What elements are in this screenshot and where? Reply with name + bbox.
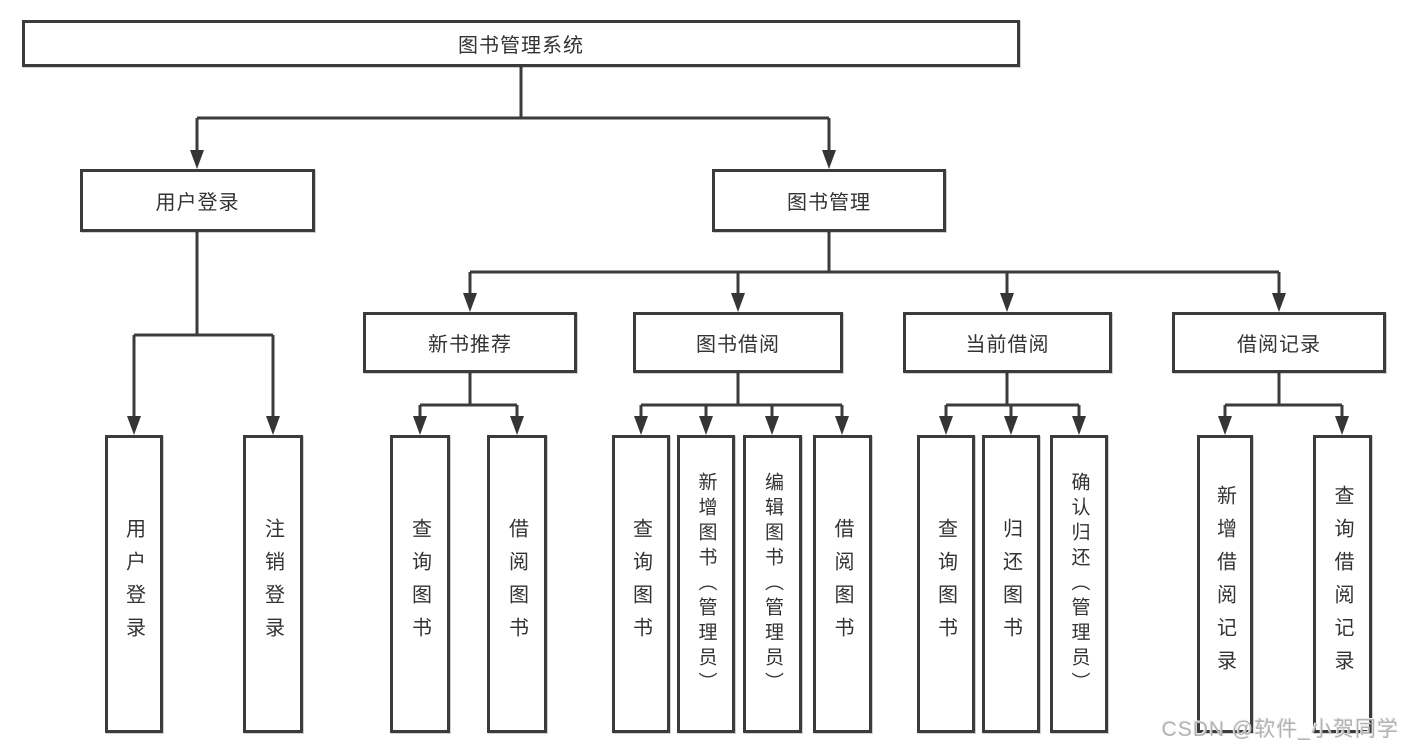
node-new-book-recommend: 新书推荐	[363, 312, 577, 373]
leaf-borrow-books-2: 借阅图书	[813, 435, 872, 733]
leaf-borrow-books-2-label: 借阅图书	[831, 518, 853, 650]
node-current-borrow: 当前借阅	[903, 312, 1112, 373]
leaf-query-borrow-record-label: 查询借阅记录	[1331, 485, 1353, 683]
leaf-edit-book-admin-label: 编辑图书（管理员）	[762, 471, 783, 697]
leaf-add-borrow-record: 新增借阅记录	[1197, 435, 1253, 733]
leaf-add-borrow-record-label: 新增借阅记录	[1213, 485, 1236, 683]
leaf-query-books-2: 查询图书	[612, 435, 670, 733]
node-book-management: 图书管理	[712, 169, 946, 232]
leaf-logout: 注销登录	[243, 435, 303, 733]
node-borrow-records: 借阅记录	[1172, 312, 1386, 373]
leaf-query-books-3-label: 查询图书	[934, 518, 957, 650]
leaf-query-books-1-label: 查询图书	[408, 518, 431, 650]
leaf-logout-label: 注销登录	[261, 518, 284, 650]
leaf-return-book-label: 归还图书	[999, 518, 1022, 650]
leaf-user-login-label: 用户登录	[122, 518, 145, 650]
leaf-add-book-admin: 新增图书（管理员）	[677, 435, 735, 733]
node-book-borrow: 图书借阅	[633, 312, 843, 373]
leaf-borrow-books-1-label: 借阅图书	[505, 518, 528, 650]
leaf-query-books-1: 查询图书	[390, 435, 450, 733]
leaf-add-book-admin-label: 新增图书（管理员）	[695, 471, 717, 697]
leaf-user-login: 用户登录	[105, 435, 163, 733]
leaf-query-books-3: 查询图书	[917, 435, 975, 733]
leaf-confirm-return-admin-label: 确认归还（管理员）	[1068, 471, 1090, 697]
node-library-system: 图书管理系统	[22, 20, 1020, 67]
leaf-edit-book-admin: 编辑图书（管理员）	[743, 435, 802, 733]
leaf-query-books-2-label: 查询图书	[629, 518, 652, 650]
leaf-query-borrow-record: 查询借阅记录	[1313, 435, 1372, 733]
leaf-return-book: 归还图书	[982, 435, 1040, 733]
leaf-borrow-books-1: 借阅图书	[487, 435, 547, 733]
watermark-text: CSDN @软件_小贺同学	[1161, 718, 1399, 741]
leaf-confirm-return-admin: 确认归还（管理员）	[1050, 435, 1108, 733]
node-user-login: 用户登录	[80, 169, 315, 232]
